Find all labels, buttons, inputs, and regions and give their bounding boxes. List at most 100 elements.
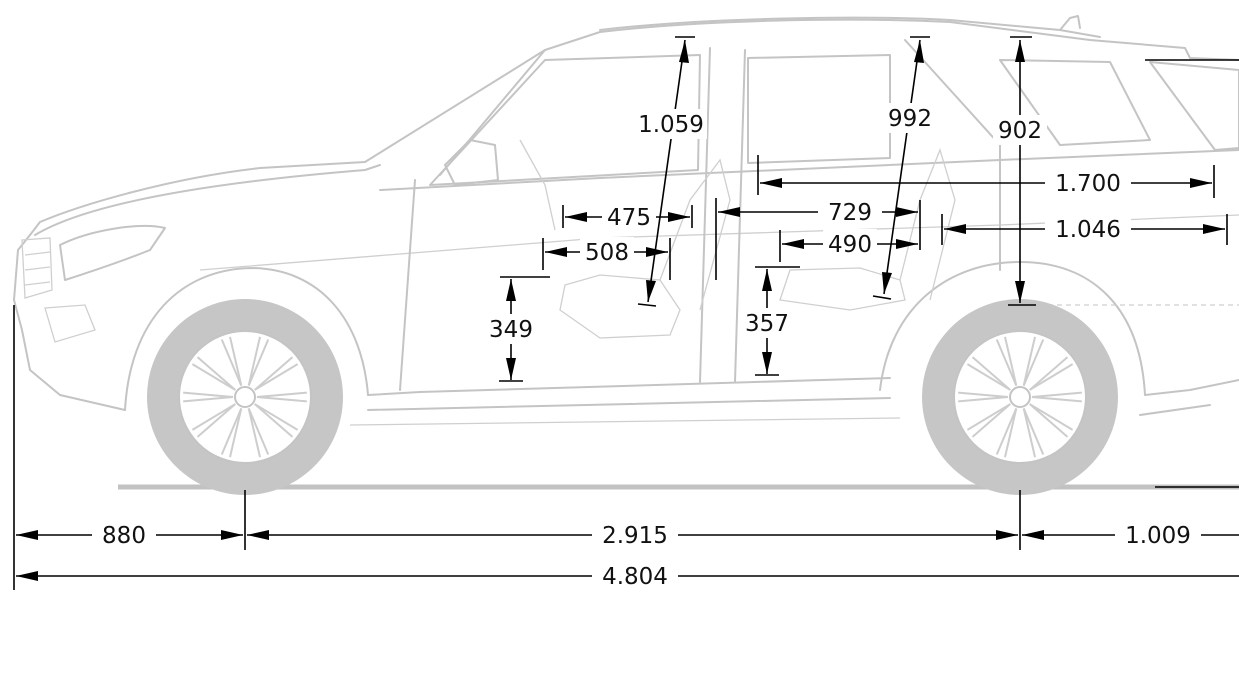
arrowhead (760, 178, 782, 188)
a-pillar (439, 49, 546, 176)
rim-spoke (1031, 396, 1082, 403)
vehicle-side-view (13, 15, 1239, 490)
arrowhead (782, 239, 804, 249)
front-door-edge (399, 179, 416, 391)
front-overhang-label: 880 (102, 523, 146, 549)
rim-spoke (971, 403, 1011, 438)
arrowhead (247, 530, 269, 540)
arrowhead (16, 571, 38, 581)
label-backdrop (818, 197, 882, 227)
arrowhead (996, 530, 1018, 540)
rim-spoke (966, 363, 1011, 391)
rear-rim-spokes (958, 336, 1082, 458)
front-rim-spokes (183, 336, 307, 458)
label-backdrop (602, 202, 656, 232)
hood-line (34, 164, 381, 236)
front-seat-depth-label: 508 (585, 240, 629, 266)
arrowhead (1015, 281, 1025, 303)
rim-spoke (971, 356, 1011, 391)
rim-spoke (1022, 408, 1045, 455)
rim-spoke (256, 396, 307, 403)
body-silhouette (29, 18, 1239, 236)
rim-spoke (1022, 408, 1036, 458)
arrowhead (914, 40, 924, 63)
rim-spoke (966, 403, 1011, 431)
rim-spoke (220, 408, 243, 455)
front-wheel-arch (124, 267, 369, 411)
rim-spoke (958, 391, 1009, 398)
front-headroom-label: 1.059 (638, 112, 704, 138)
arrowhead (1022, 530, 1044, 540)
rim-spoke (1022, 336, 1036, 386)
front-hub-logo (234, 386, 256, 408)
belt-line (379, 149, 1239, 191)
rim-spoke (196, 356, 236, 391)
front-wheel (147, 299, 343, 495)
rear-overhang-label: 1.009 (1125, 523, 1191, 549)
arrowhead (882, 272, 892, 294)
rim-spoke (1029, 356, 1069, 391)
arrowhead (896, 239, 918, 249)
front-knee-room-label: 475 (607, 205, 651, 231)
rim-spoke (229, 336, 243, 386)
label-backdrop (592, 520, 678, 550)
front-headroom-dimension-line (647, 39, 686, 303)
label-backdrop (823, 229, 877, 259)
rim-spoke (247, 408, 270, 455)
roof-rail (599, 16, 1101, 38)
rim-spoke (1029, 403, 1069, 438)
front-window (429, 54, 701, 186)
rim-spoke (1029, 363, 1074, 391)
arrowhead (646, 247, 668, 257)
rear-door-window (747, 54, 891, 164)
rim-spoke (196, 403, 236, 438)
arrowhead (668, 212, 690, 222)
rim-spoke (183, 391, 234, 398)
arrowhead (506, 279, 516, 301)
arrowhead (221, 530, 243, 540)
rear-headroom-label: 992 (888, 106, 932, 132)
arrowhead (718, 207, 740, 217)
label-backdrop (484, 314, 538, 344)
rear-hub-logo (1009, 386, 1031, 408)
rim-spoke (256, 391, 307, 398)
rear-wheel (922, 299, 1118, 495)
roof-spoiler (1059, 15, 1081, 31)
arrowhead (1203, 224, 1225, 234)
label-backdrop (92, 520, 156, 550)
label-backdrop (993, 115, 1047, 145)
arrowhead (646, 280, 656, 302)
rear-seat-depth-label: 490 (828, 232, 872, 258)
arrowhead (1015, 40, 1025, 62)
label-backdrop (883, 103, 937, 133)
rear-bumper (1139, 379, 1239, 416)
front-headroom-bottom-tick (637, 303, 657, 307)
rear-headroom-dimension-line (883, 39, 921, 295)
arrowhead (944, 224, 966, 234)
arrowhead (16, 530, 38, 540)
label-backdrop (740, 308, 794, 338)
rim-spoke (247, 336, 261, 386)
cargo-length-max-label: 1.700 (1055, 171, 1121, 197)
arrowhead (1190, 178, 1212, 188)
rim-spoke (191, 363, 236, 391)
label-backdrop (1045, 168, 1131, 198)
arrowhead (565, 212, 587, 222)
rim-spoke (254, 363, 299, 391)
rim-spoke (1022, 339, 1045, 386)
arrowhead (896, 207, 918, 217)
rim-spoke (220, 339, 243, 386)
arrowhead (762, 352, 772, 374)
rim-spoke (254, 356, 294, 391)
grille (21, 237, 53, 299)
rim-spoke (229, 408, 243, 458)
rim-spoke (254, 403, 299, 431)
rim-spoke (1029, 403, 1074, 431)
rim-spoke (1031, 391, 1082, 398)
rear-legroom-label: 729 (828, 200, 872, 226)
rim-spoke (958, 396, 1009, 403)
rim-spoke (254, 403, 294, 438)
rim-spoke (183, 396, 234, 403)
cargo-height-label: 902 (998, 118, 1042, 144)
